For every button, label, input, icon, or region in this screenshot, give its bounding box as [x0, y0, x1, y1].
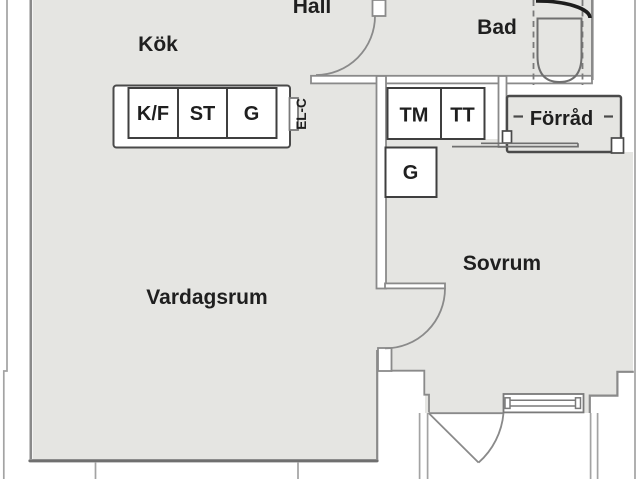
shower-screen-arc [535, 0, 592, 19]
bedroom-floor [386, 139, 633, 413]
storage-threshold-line-2 [452, 143, 579, 148]
hall-door-jamb-wall [371, 0, 387, 17]
room-label-living-room: Vardagsrum [146, 286, 267, 309]
storage-box [505, 94, 623, 154]
room-label-bedroom: Sovrum [463, 252, 541, 275]
fridge-freezer-box [127, 87, 179, 139]
bathtub [536, 17, 583, 84]
bedroom-window [502, 393, 585, 414]
bedroom-lower-right-boundary [588, 370, 634, 413]
balcony-door-arc [478, 412, 505, 464]
fixture-label-stove: ST [190, 103, 216, 125]
stove-box [177, 87, 228, 139]
electrical-panel-box [288, 97, 299, 131]
bathroom-floor [381, 0, 591, 84]
storage-notch-right [610, 137, 625, 154]
bedroom-door-arc [384, 288, 446, 350]
fixture-label-washing-machine: TM [400, 105, 429, 127]
living-room-kitchen-floor [33, 0, 381, 460]
room-label-storage: Förråd [530, 107, 593, 130]
bedroom-door-leaf [384, 282, 446, 290]
bedroom-wardrobe-box [384, 146, 438, 198]
room-label-kitchen: Kök [138, 33, 178, 56]
bedroom-window-cap-left [504, 397, 511, 410]
left-building-outline [2, 0, 8, 479]
fixture-label-bedroom-wardrobe: G [403, 162, 419, 184]
room-label-bathroom: Bad [477, 16, 517, 39]
fixture-label-fridge-freezer: K/F [137, 103, 169, 125]
balcony-door-leaf [427, 412, 480, 464]
room-label-hall: Hall [293, 0, 332, 18]
fixture-label-electrical-panel: EL-C [294, 98, 309, 130]
storage-notch-left [501, 130, 513, 144]
tumble-dryer-box [440, 87, 486, 140]
bedroom-window-cap-right [574, 397, 582, 410]
bedroom-door-opening-floor [378, 288, 388, 348]
fixture-label-kitchen-cabinet: G [244, 103, 260, 125]
fixture-label-tumble-dryer: TT [450, 105, 474, 127]
kitchen-cabinet-box [226, 87, 278, 139]
hall-door-arc [315, 15, 376, 76]
partition-wall-stub [377, 347, 393, 372]
bedroom-lower-left-boundary [391, 369, 430, 413]
